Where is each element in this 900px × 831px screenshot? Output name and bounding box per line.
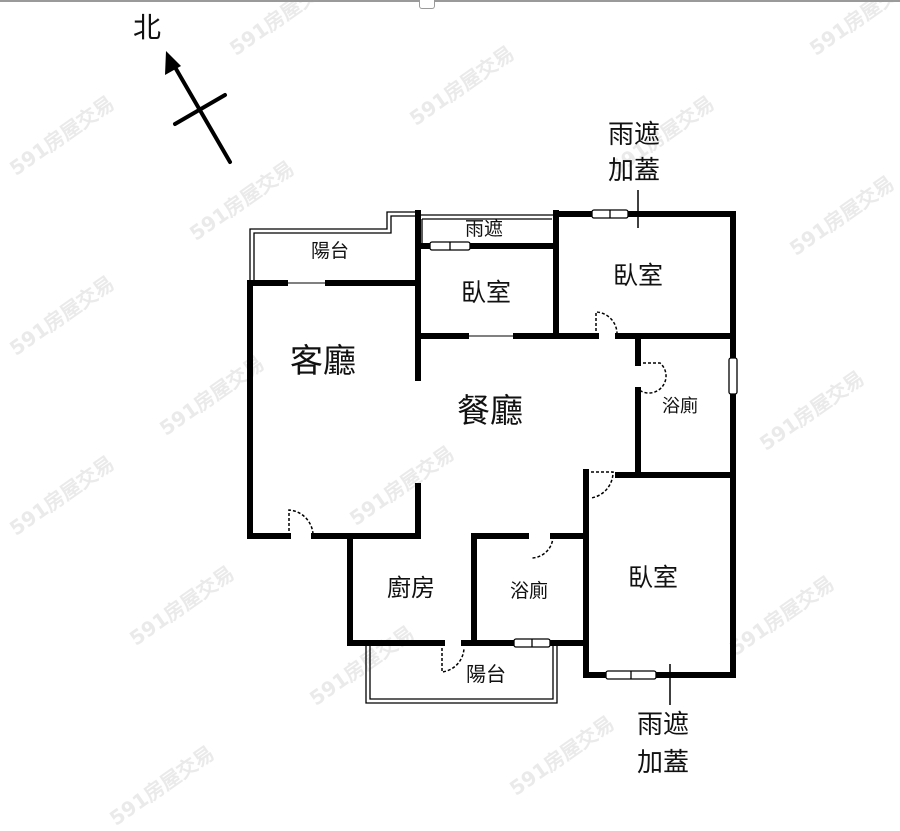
room-balcony-bottom: 陽台 — [466, 662, 506, 686]
floor-plan — [165, 51, 738, 705]
door-swings — [288, 311, 667, 673]
bottom-note-line1: 雨遮 — [637, 710, 690, 740]
top-note-line1: 雨遮 — [608, 120, 661, 150]
window-top-border — [0, 0, 900, 2]
room-bedroom-top-left: 臥室 — [461, 278, 512, 307]
top-note-line2: 加蓋 — [608, 156, 661, 186]
room-kitchen: 廚房 — [387, 574, 435, 602]
room-living: 客廳 — [290, 341, 356, 380]
window-resize-handle[interactable] — [419, 0, 435, 9]
room-bedroom-bottom-right: 臥室 — [628, 563, 679, 592]
balcony-bottom-railing — [365, 646, 558, 704]
walls — [247, 210, 736, 678]
room-bathroom-right: 浴廁 — [662, 396, 698, 417]
windows — [285, 209, 738, 680]
compass-north-label: 北 — [133, 11, 162, 44]
room-dining: 餐廳 — [457, 391, 523, 430]
bottom-note-line2: 加蓋 — [637, 748, 690, 778]
balcony-top-railing — [249, 211, 418, 283]
room-bedroom-top-right: 臥室 — [613, 261, 664, 290]
north-arrow-icon — [165, 51, 232, 164]
room-balcony-top: 陽台 — [311, 240, 350, 262]
rain-shelter-outline — [418, 214, 556, 245]
room-bathroom-bottom: 浴廁 — [510, 580, 549, 602]
room-rain-shelter: 雨遮 — [465, 218, 504, 240]
